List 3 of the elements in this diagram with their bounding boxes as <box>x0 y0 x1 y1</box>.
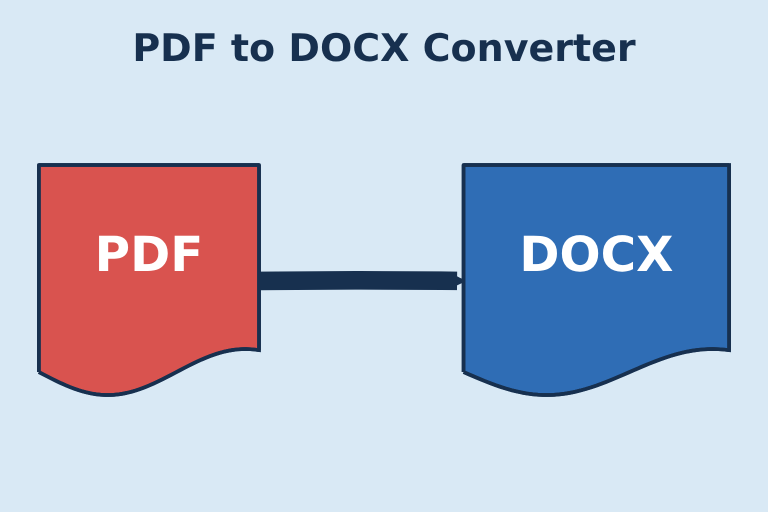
document-shape: PDF <box>37 163 261 397</box>
document-shape: DOCX <box>462 163 731 397</box>
title: PDF to DOCX Converter <box>131 26 637 70</box>
